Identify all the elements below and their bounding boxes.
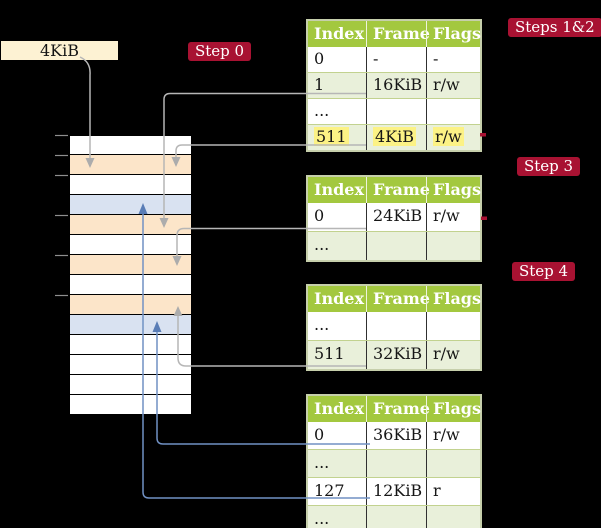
table-header: Index Frame Flags [308,396,481,422]
table-row: 0 - - [308,47,480,72]
memory-row [70,375,191,395]
table-header: Index Frame Flags [308,177,481,203]
page-table-steps-1-2: Index Frame Flags 0 - - 1 16KiB r/w ... … [306,19,482,152]
table-row: 1 16KiB r/w [308,72,480,98]
table-row: 127 12KiB r [308,477,480,505]
column-header-flags: Flags [426,177,481,203]
cell-frame: 16KiB [366,73,426,98]
table-row: ... [308,505,480,528]
table-row: ... [308,98,480,124]
cell-frame [366,99,426,124]
memory-stack [69,135,192,415]
memory-row [70,335,191,355]
table-row: 0 24KiB r/w [308,203,480,231]
table-header: Index Frame Flags [308,286,481,312]
column-header-flags: Flags [426,396,481,422]
cell-frame [366,450,426,477]
cell-flags [426,312,480,340]
badge-steps-1-2: Steps 1&2 [508,18,601,37]
memory-row [70,235,191,255]
cell-frame: 12KiB [366,478,426,505]
column-header-frame: Frame [366,286,430,312]
column-header-flags: Flags [426,21,481,47]
table-row-highlighted: 511 4KiB r/w [308,124,480,150]
badge-step-0: Step 0 [188,42,252,61]
cell-flags: r/w [426,73,480,98]
cell-flags: - [426,47,480,72]
column-header-flags: Flags [426,286,481,312]
cell-index: ... [314,453,330,472]
memory-row [70,275,191,295]
column-header-frame: Frame [366,396,430,422]
cell-index: ... [314,101,330,120]
cell-index: ... [314,509,330,528]
cell-index: ... [314,235,330,254]
cell-index: ... [314,315,330,334]
cell-flags [426,232,480,260]
cell-index: 0 [314,425,325,444]
column-header-frame: Frame [366,177,430,203]
cell-index: 127 [314,481,345,500]
cell-index: 0 [314,206,325,225]
cell-flags [426,506,480,528]
cell-frame: - [366,47,426,72]
memory-row [70,195,191,215]
cell-index: 0 [314,49,325,68]
cell-flags: r/w [426,341,480,369]
highlight: r/w [433,127,464,146]
highlight: 4KiB [373,127,417,146]
column-header-index: Index [314,399,365,418]
cell-flags: r [426,478,480,505]
page-table-step-3: Index Frame Flags 0 24KiB r/w ... [306,175,482,262]
page-table-step-4a: Index Frame Flags ... 511 32KiB r/w [306,284,482,371]
column-header-index: Index [314,180,365,199]
cell-frame [366,506,426,528]
badge-step-3: Step 3 [517,157,581,176]
cell-frame: 36KiB [366,422,426,449]
memory-row [70,175,191,195]
cell-flags [426,99,480,124]
memory-row [70,155,191,175]
memory-address-ticks [55,134,68,297]
page-table-step-4b: Index Frame Flags 0 36KiB r/w ... 127 12… [306,394,482,528]
column-header-frame: Frame [366,21,430,47]
cell-flags: r/w [426,422,480,449]
column-header-index: Index [314,289,365,308]
cell-index: 1 [314,75,325,94]
memory-row [70,315,191,335]
memory-row [70,395,191,415]
cell-frame: 4KiB [366,125,426,150]
cell-index: 511 [314,344,345,363]
table-row: 0 36KiB r/w [308,422,480,449]
memory-row [70,255,191,275]
badge-step-4: Step 4 [512,262,576,281]
highlight: 511 [314,127,349,146]
cell-frame: 32KiB [366,341,426,369]
cell-frame: 24KiB [366,203,426,231]
table-row: ... [308,231,480,260]
table-row: 511 32KiB r/w [308,340,480,369]
memory-row [70,135,191,155]
root-table-address-box: 4KiB [1,41,118,60]
memory-row [70,215,191,235]
cell-frame [366,312,426,340]
table-row: ... [308,312,480,340]
cell-index: 511 [308,125,366,150]
cell-flags: r/w [426,125,480,150]
table-header: Index Frame Flags [308,21,481,47]
table-row: ... [308,449,480,477]
memory-row [70,355,191,375]
cell-flags [426,450,480,477]
cell-frame [366,232,426,260]
memory-row [70,295,191,315]
column-header-index: Index [314,24,365,43]
cell-flags: r/w [426,203,480,231]
